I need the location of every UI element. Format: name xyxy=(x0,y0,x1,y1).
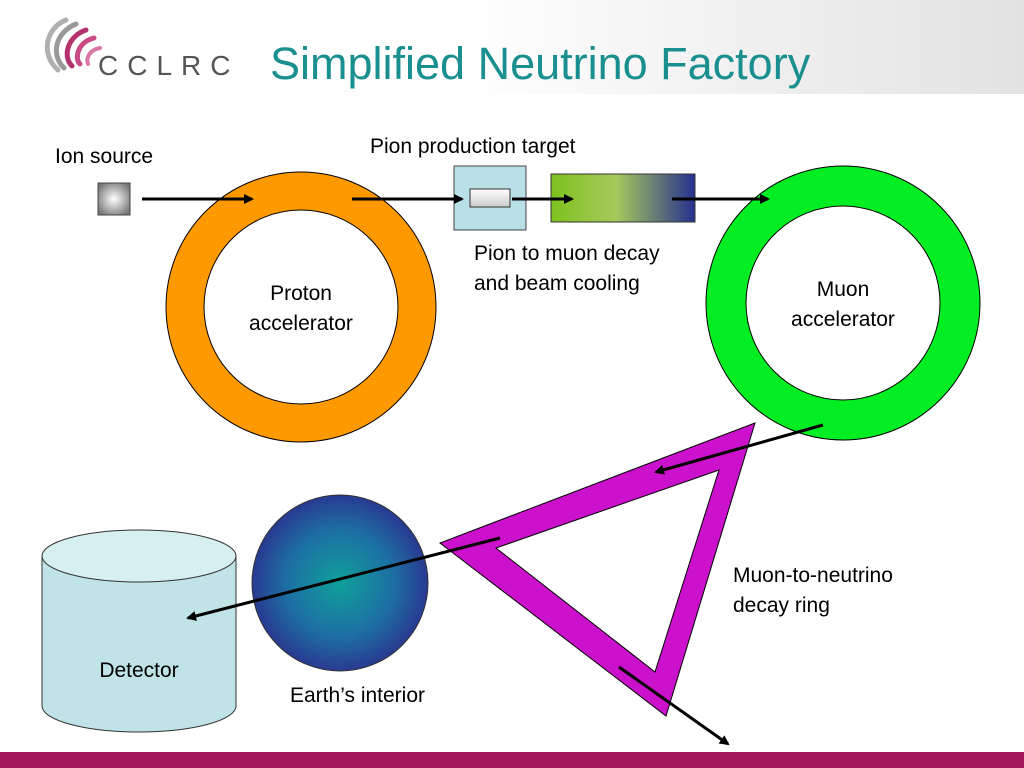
cooling-channel xyxy=(550,173,696,223)
pion-decay-label-line2: and beam cooling xyxy=(474,272,640,295)
logo-text: CCLRC xyxy=(98,50,240,81)
swirl-logo-icon xyxy=(44,17,102,73)
ion-source-block xyxy=(97,182,131,216)
decay-ring-triangle xyxy=(438,422,756,717)
muon-label-line1: Muon xyxy=(816,278,870,301)
earth-label: Earth’s interior xyxy=(290,684,426,707)
pion-decay-label-line1: Pion to muon decay xyxy=(474,242,660,265)
header-band xyxy=(0,0,1024,94)
muon-label-line2: accelerator xyxy=(791,308,895,331)
pion-target-label: Pion production target xyxy=(370,135,576,158)
arrow-neutrino-to-detector xyxy=(186,536,501,621)
detector-label: Detector xyxy=(99,659,179,682)
arrow-muon-to-decay-ring xyxy=(654,423,824,475)
page-title: Simplified Neutrino Factory xyxy=(270,38,811,89)
decay-ring-label-line1: Muon-to-neutrino xyxy=(733,564,893,587)
ion-source-label: Ion source xyxy=(55,145,154,168)
proton-label-line2: accelerator xyxy=(249,312,353,335)
muon-accelerator-ring xyxy=(706,166,980,440)
decay-ring-label-line2: decay ring xyxy=(733,594,830,617)
earth-sphere xyxy=(251,494,429,672)
detector-cylinder xyxy=(41,529,237,733)
bottom-bar xyxy=(0,752,1024,768)
cclrc-logo xyxy=(36,14,246,86)
arrow-neutrino-beam-out xyxy=(618,665,730,746)
target-rod xyxy=(469,188,511,208)
proton-label-line1: Proton xyxy=(270,282,332,305)
proton-accelerator-ring xyxy=(166,172,436,442)
